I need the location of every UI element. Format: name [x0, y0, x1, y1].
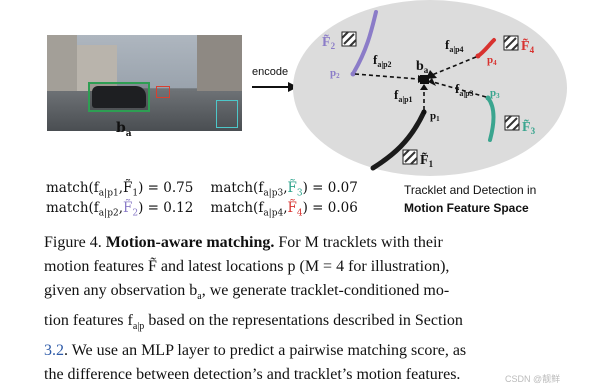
space-caption-line1: Tracklet and Detection in	[404, 183, 537, 197]
tracklet-box-cyan	[216, 100, 238, 128]
label-f-a-p4: fa|p4	[445, 37, 464, 54]
match-row-1: match(fa|p1,F̃1) = 0.75 match(fa|p3,F̃3)…	[46, 180, 358, 199]
label-F2: F̃2	[322, 33, 336, 51]
caption-line-2: motion features F̃ and latest locations …	[44, 258, 450, 275]
point-p1	[421, 109, 427, 115]
label-p4: p4	[487, 54, 497, 67]
detection-label: ba	[116, 120, 132, 139]
caption-line-4: tion features fa|p based on the represen…	[44, 312, 463, 333]
label-f-a-p3: fa|p3	[455, 81, 474, 98]
point-p3	[485, 95, 491, 101]
caption-line-1: Figure 4. Motion-aware matching. For M t…	[44, 234, 443, 251]
tracklet-box-red	[156, 86, 170, 98]
caption-line-3: given any observation ba, we generate tr…	[44, 282, 450, 303]
label-F4: F̃4	[521, 37, 535, 55]
match-row-2: match(fa|p2,F̃2) = 0.12 match(fa|p4,F̃4)…	[46, 200, 358, 219]
edge-p4	[431, 56, 477, 76]
detection-point	[420, 75, 429, 84]
feature-space-ellipse	[293, 0, 567, 176]
arrowhead-p3	[428, 78, 436, 86]
label-f-a-p2: fa|p2	[373, 52, 392, 69]
point-p2	[350, 71, 356, 77]
caption-line-6: the difference between detection’s and t…	[44, 366, 461, 384]
space-caption-line2: Motion Feature Space	[404, 201, 529, 215]
point-p4	[475, 53, 481, 59]
label-p1: p1	[430, 110, 440, 123]
edge-p3	[432, 81, 487, 98]
label-p3: p3	[490, 87, 500, 100]
label-F3: F̃3	[522, 118, 536, 136]
caption-line-5: 3.2. We use an MLP layer to predict a pa…	[44, 342, 467, 360]
label-ba: ba	[416, 59, 429, 75]
label-p2: p2	[330, 67, 340, 80]
car-image	[92, 86, 146, 108]
edge-p2	[354, 73, 419, 80]
arrowhead-p1	[420, 84, 428, 90]
section-link[interactable]: 3.2	[44, 342, 64, 360]
label-f-a-p1: fa|p1	[394, 87, 413, 104]
tracklet-path-1	[370, 109, 427, 171]
watermark: CSDN @靓鲜	[505, 374, 561, 384]
motion-feature-space: F̃2 p2 F̃4 p4 F̃3 p3 F̃1 p1	[293, 0, 567, 176]
encode-arrow-icon	[252, 82, 298, 92]
tracklet-path-2	[352, 10, 378, 74]
tracklet-path-3	[486, 96, 496, 142]
encode-label: encode	[252, 66, 289, 78]
figure-4: ba encode F̃2 p2 F̃4 p4 F̃3 p3	[46, 0, 567, 219]
label-F1: F̃1	[420, 151, 434, 169]
figure-caption: Figure 4. Motion-aware matching. For M t…	[44, 231, 572, 387]
